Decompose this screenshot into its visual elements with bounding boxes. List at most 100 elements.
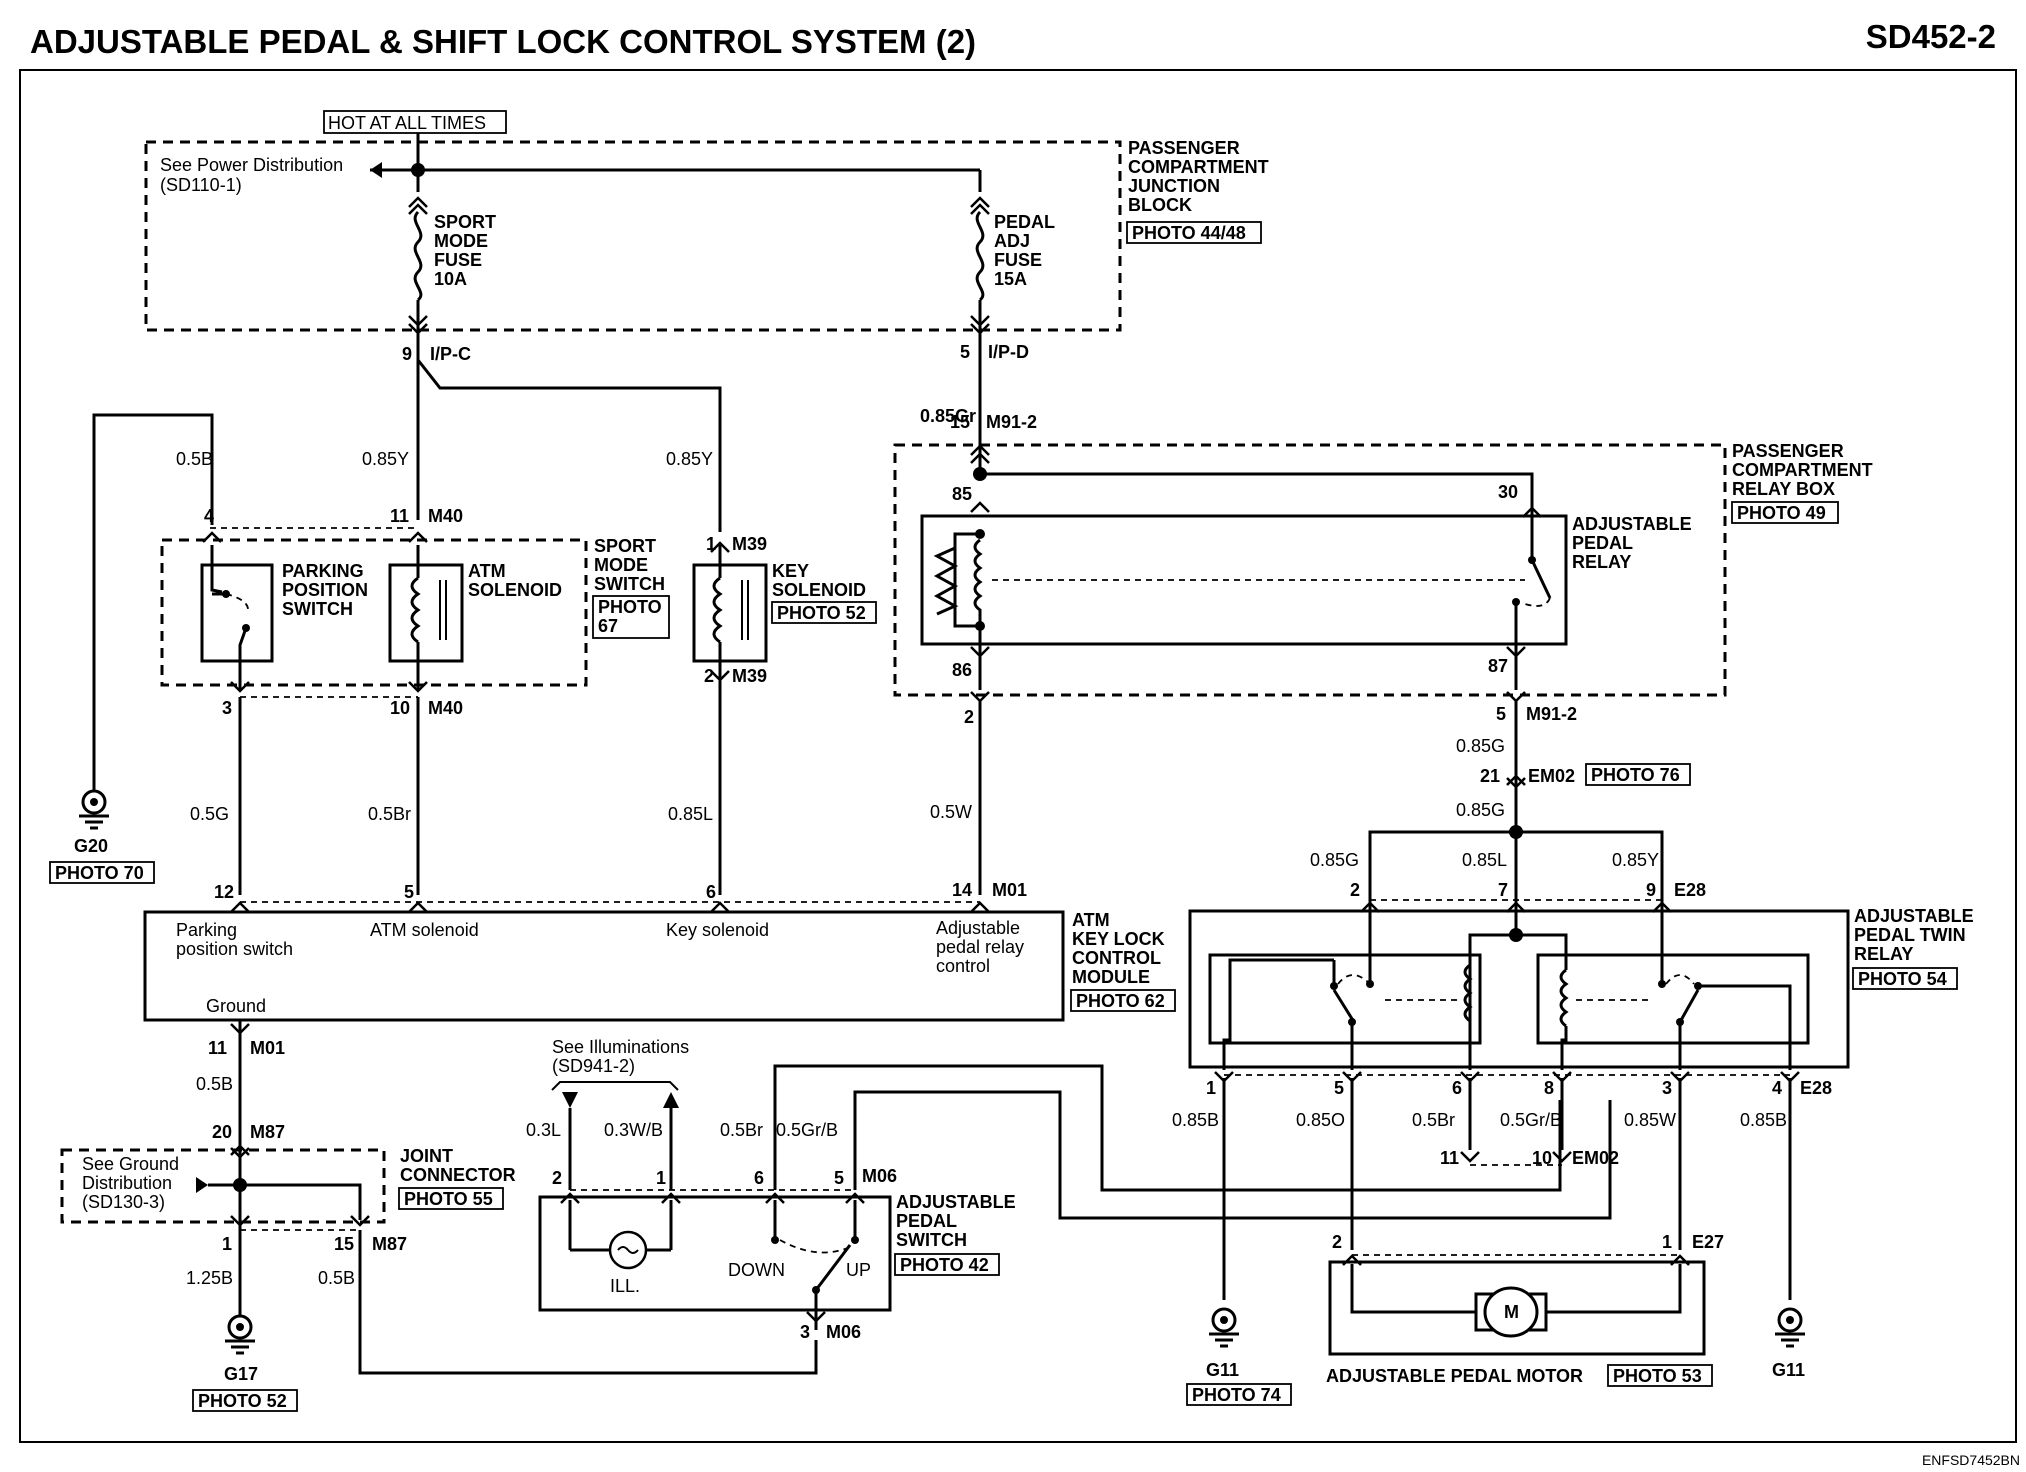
svg-text:(SD941-2): (SD941-2) [552,1056,635,1076]
connector-m87-top: M87 [250,1122,285,1142]
ground-g11-right-label: G11 [1772,1360,1805,1380]
svg-text:10: 10 [1532,1148,1552,1168]
svg-text:4: 4 [1772,1078,1782,1098]
atm-solenoid [388,563,464,663]
svg-text:2: 2 [964,707,974,727]
svg-text:SWITCH: SWITCH [896,1230,967,1250]
connector-m87-bottom: M87 [372,1234,407,1254]
svg-text:11: 11 [390,506,409,526]
module-ground-label: Ground [206,996,266,1016]
svg-text:(SD130-3): (SD130-3) [82,1192,165,1212]
svg-text:14: 14 [952,880,972,900]
svg-text:0.5Gr/B: 0.5Gr/B [776,1120,838,1140]
svg-text:9: 9 [1646,880,1656,900]
relay-resistor-icon [933,546,959,616]
svg-text:3: 3 [1662,1078,1672,1098]
sport-fuse-icon [413,210,423,302]
svg-text:MODULE: MODULE [1072,967,1150,987]
svg-text:SOLENOID: SOLENOID [772,580,866,600]
atm-solenoid-label: ATM [468,561,506,581]
ground-ref-arrow-icon [196,1177,208,1193]
svg-text:RELAY BOX: RELAY BOX [1732,479,1835,499]
ground-g20-photo: PHOTO 70 [55,863,144,883]
pedal-fuse-label: PEDAL [994,212,1055,232]
key-solenoid-label: KEY [772,561,809,581]
svg-text:15A: 15A [994,269,1027,289]
connector-m06-bottom: M06 [826,1322,861,1342]
svg-text:1: 1 [222,1234,232,1254]
twin-relay-right [1536,953,1810,1045]
svg-text:6: 6 [1452,1078,1462,1098]
svg-text:0.5G: 0.5G [190,804,229,824]
svg-text:2: 2 [704,666,714,686]
svg-text:FUSE: FUSE [434,250,482,270]
adjustable-pedal-twin-relay [1188,909,1850,1069]
svg-text:5: 5 [834,1168,844,1188]
module-input-atm: ATM solenoid [370,920,479,940]
twin-relay-label: ADJUSTABLE [1854,906,1974,926]
svg-text:JUNCTION: JUNCTION [1128,176,1220,196]
svg-text:12: 12 [214,882,234,902]
svg-text:COMPARTMENT: COMPARTMENT [1732,460,1873,480]
connector-em02-top: EM02 [1528,766,1575,786]
key-solenoid-photo: PHOTO 52 [777,603,866,623]
svg-text:7: 7 [1498,880,1508,900]
svg-text:6: 6 [754,1168,764,1188]
svg-text:FUSE: FUSE [994,250,1042,270]
svg-text:15: 15 [334,1234,354,1254]
svg-text:2: 2 [1350,880,1360,900]
junction-splice [411,163,425,177]
motor-icon [1483,1286,1539,1338]
svg-text:0.85B: 0.85B [1172,1110,1219,1130]
key-solenoid [692,563,768,663]
svg-text:M40: M40 [428,698,463,718]
svg-text:10A: 10A [434,269,467,289]
svg-text:0.85Y: 0.85Y [1612,850,1659,870]
module-input-key: Key solenoid [666,920,769,940]
pedal-switch-label: ADJUSTABLE [896,1192,1016,1212]
ground-g11-right-icon [1773,1307,1807,1348]
svg-text:11: 11 [1440,1148,1459,1168]
ground-g11-left-photo: PHOTO 74 [1192,1385,1281,1405]
ground-g11-left-icon [1207,1307,1241,1348]
svg-text:0.85Y: 0.85Y [666,449,713,469]
svg-text:pedal relay: pedal relay [936,937,1024,957]
module-input-parking: Parking [176,920,237,940]
junction-block-boundary [144,140,1122,332]
connector-m91-bottom: M91-2 [1526,704,1577,724]
switch-down-label: DOWN [728,1260,785,1280]
svg-text:5: 5 [404,882,414,902]
page-title: ADJUSTABLE PEDAL & SHIFT LOCK CONTROL SY… [30,23,976,60]
sport-mode-switch-label: SPORT [594,536,656,556]
diagram-frame [19,69,2017,1443]
hot-at-all-times-label: HOT AT ALL TIMES [328,113,486,133]
svg-text:0.85B: 0.85B [1740,1110,1787,1130]
atm-solenoid-coil-icon [410,576,421,644]
relay-box-boundary [893,443,1727,697]
connector-ipc: I/P-C [430,344,471,364]
svg-text:5: 5 [1496,704,1506,724]
hot-at-all-times-tag [323,110,507,134]
adjustable-pedal-motor [1328,1260,1706,1356]
adjustable-pedal-relay [920,514,1568,646]
svg-text:2: 2 [552,1168,562,1188]
svg-text:M40: M40 [428,506,463,526]
parking-position-switch [200,563,274,663]
svg-text:0.5B: 0.5B [176,449,213,469]
svg-text:15: 15 [950,412,970,432]
illumination-arrow-down-icon [562,1092,578,1108]
svg-text:0.85Y: 0.85Y [362,449,409,469]
illumination-arrow-up-icon [663,1092,679,1108]
twin-relay-left-coil-icon [1463,963,1473,1023]
svg-text:PEDAL: PEDAL [896,1211,957,1231]
svg-text:5: 5 [960,342,970,362]
svg-text:1: 1 [1662,1232,1672,1252]
svg-text:86: 86 [952,660,972,680]
svg-text:0.85G: 0.85G [1310,850,1359,870]
svg-text:0.5B: 0.5B [196,1074,233,1094]
connector-e27: E27 [1692,1232,1724,1252]
sport-mode-switch-photo: PHOTO [598,597,662,617]
svg-text:30: 30 [1498,482,1518,502]
em02-photo: PHOTO 76 [1591,765,1680,785]
